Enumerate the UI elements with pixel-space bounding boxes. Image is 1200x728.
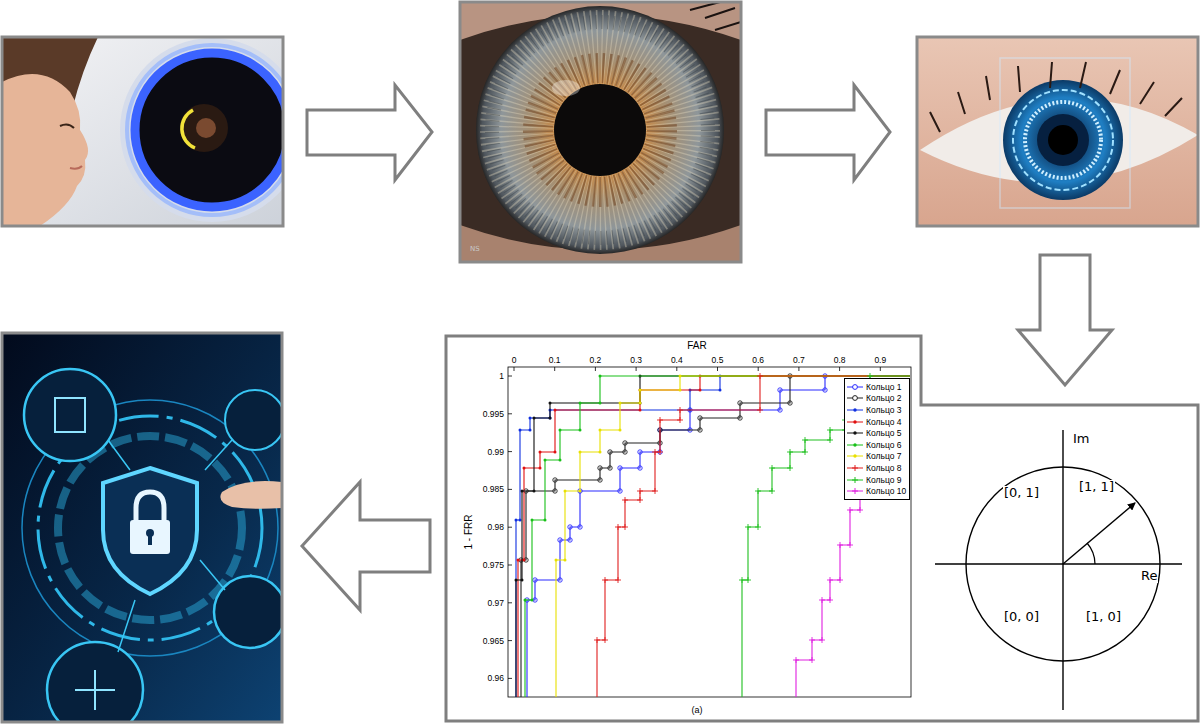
- tick-label: 0.3: [630, 356, 642, 365]
- legend-text: Кольцо 6: [866, 440, 901, 450]
- tick-label: 0.5: [712, 356, 724, 365]
- legend-text: Кольцо 2: [866, 393, 901, 403]
- legend-sample: [847, 394, 863, 402]
- panel-outline: [446, 336, 1198, 721]
- legend-box: Кольцо 1Кольцо 2 Кольцо 3 Кольцо 4Кольцо 5…: [844, 378, 910, 500]
- legend-sample: [847, 406, 863, 414]
- quadrant-code: [1, 1]: [1078, 480, 1115, 494]
- legend-text: Кольцо 9: [866, 475, 901, 485]
- legend-sample: [847, 452, 863, 460]
- tick-label: 0.99: [487, 447, 504, 456]
- legend-row: Кольцо 4: [847, 416, 906, 428]
- tick-label: 0.975: [483, 561, 504, 570]
- flow-arrow: [302, 482, 430, 610]
- legend-row: Кольцо 10: [847, 485, 906, 497]
- tick-label: 0.96: [487, 674, 504, 683]
- tick-label: 0: [512, 356, 517, 365]
- legend-text: Кольцо 7: [866, 451, 901, 461]
- security-photo: [2, 333, 282, 722]
- legend-sample: [847, 476, 863, 484]
- flow-arrow: [1018, 255, 1112, 385]
- legend-row: Кольцо 6: [847, 439, 906, 451]
- tick-label: 0.1: [549, 356, 561, 365]
- watermark: NS: [470, 246, 480, 253]
- iris-photo: [460, 2, 741, 262]
- phase-quadrant-panel: ImRe [0, 1] [1, 1] [0, 0] [1, 0]: [921, 405, 1198, 721]
- tick-label: 0.965: [483, 636, 504, 645]
- tick-label: 0.6: [752, 356, 764, 365]
- tick-label: 0.2: [589, 356, 601, 365]
- legend-row: Кольцо 1: [847, 381, 906, 393]
- axis-title: 1 - FRR: [464, 515, 475, 550]
- tick-label: 0.4: [671, 356, 683, 365]
- legend-text: Кольцо 3: [866, 405, 901, 415]
- tick-label: 0.8: [834, 356, 846, 365]
- chart-axes: [508, 367, 911, 697]
- axis-label: Re: [1140, 569, 1158, 583]
- scanner-photo: [2, 37, 283, 226]
- legend-text: Кольцо 5: [866, 428, 901, 438]
- legend-row: Кольцо 5: [847, 427, 906, 439]
- phase-circle: [935, 430, 1182, 710]
- flow-arrow: [307, 85, 432, 180]
- legend-text: Кольцо 4: [866, 417, 901, 427]
- quadrant-code: [0, 1]: [1003, 486, 1040, 500]
- legend-sample: [847, 383, 863, 391]
- legend-sample: [847, 429, 863, 437]
- legend-row: Кольцо 8: [847, 462, 906, 474]
- legend-row: Кольцо 7: [847, 451, 906, 463]
- legend-sample: [847, 487, 863, 495]
- legend-row: Кольцо 3: [847, 404, 906, 416]
- tick-label: 0.7: [793, 356, 805, 365]
- axis-label: Im: [1072, 432, 1091, 446]
- flow-arrow: [766, 85, 890, 180]
- tick-label: 0.98: [487, 523, 504, 532]
- legend-row: Кольцо 2: [847, 393, 906, 405]
- roc-curves: [516, 376, 910, 697]
- legend-sample: [847, 464, 863, 472]
- legend-text: Кольцо 8: [866, 463, 901, 473]
- tick-label: 1: [499, 372, 504, 381]
- legend-text: Кольцо 10: [866, 486, 906, 496]
- digital-eye-photo: [917, 37, 1198, 226]
- legend-text: Кольцо 1: [866, 382, 901, 392]
- tick-label: 0.97: [487, 598, 504, 607]
- tick-label: 0.9: [874, 356, 886, 365]
- tick-label: 0.985: [483, 485, 504, 494]
- legend-sample: [847, 418, 863, 426]
- quadrant-code: [1, 0]: [1085, 610, 1122, 624]
- figure-caption: (a): [692, 706, 703, 715]
- axis-title: FAR: [687, 341, 706, 352]
- legend-sample: [847, 441, 863, 449]
- legend-row: Кольцо 9: [847, 474, 906, 486]
- quadrant-code: [0, 0]: [1003, 610, 1040, 624]
- tick-label: 0.995: [483, 409, 504, 418]
